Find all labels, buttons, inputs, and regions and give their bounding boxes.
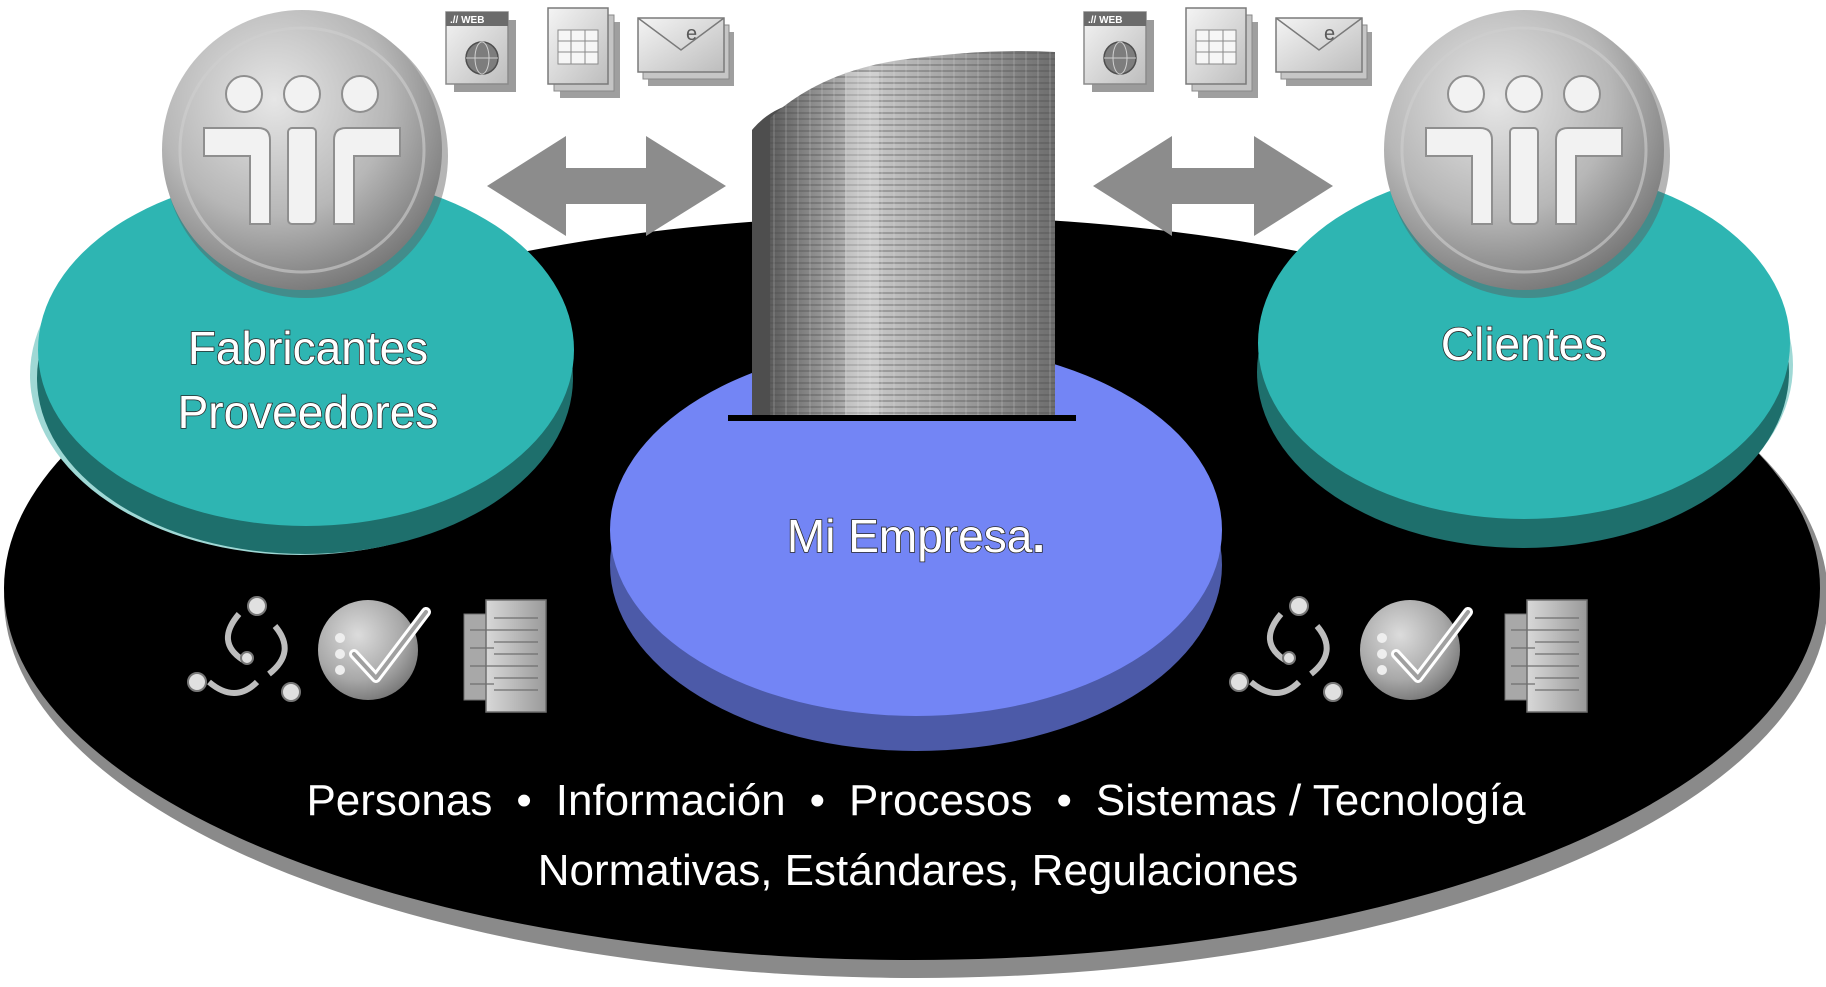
people-group-icon: [1384, 10, 1670, 298]
double-arrow-right-link: [1093, 136, 1333, 236]
node-my-company: [610, 344, 1222, 751]
checkmark-icon: [318, 600, 431, 700]
mail-tag: e: [1324, 23, 1335, 45]
node-label-suppliers: Proveedores: [178, 386, 439, 438]
network-nodes-icon: [1229, 596, 1343, 702]
pillars-line: Personas • Información • Procesos • Sistemas /…: [306, 776, 1526, 825]
doc-icons-left: .// WEB e: [445, 7, 734, 98]
building-light-strip: [845, 72, 879, 418]
node-label-my-company: Mi Empresa.: [787, 510, 1045, 562]
spreadsheet-stack-icon: [1185, 7, 1258, 98]
node-top: [38, 174, 574, 526]
office-building-icon: [728, 51, 1076, 421]
node-top: [610, 344, 1222, 716]
spreadsheet-stack-icon: [547, 7, 620, 98]
web-globe-document-icon: .// WEB: [1083, 11, 1154, 92]
mail-tag: e: [686, 23, 697, 45]
network-nodes-icon: [187, 596, 301, 702]
system-icons-right: [1229, 596, 1588, 713]
pillar-systems: Sistemas / Tecnología: [1096, 776, 1526, 825]
web-tag: .// WEB: [450, 15, 484, 26]
foundation-line: Normativas, Estándares, Regulaciones: [538, 846, 1299, 895]
pillar-processes: Procesos: [849, 776, 1032, 825]
web-globe-document-icon: .// WEB: [445, 11, 516, 92]
email-envelope-icon: e: [1275, 17, 1372, 86]
server-icon: [463, 599, 547, 713]
node-label-manufacturers: Fabricantes: [188, 322, 428, 374]
node-label-clients: Clientes: [1441, 318, 1607, 370]
building-floors: [770, 51, 1055, 418]
double-arrow-icon: [1093, 136, 1333, 236]
pillar-separator: •: [516, 776, 531, 825]
pillar-separator: •: [810, 776, 825, 825]
my-company-mark: .: [1032, 510, 1045, 562]
node-manufacturers-suppliers: [30, 174, 574, 555]
double-arrow-left-link: [487, 136, 726, 236]
node-top: [1258, 167, 1790, 519]
double-arrow-icon: [487, 136, 726, 236]
email-envelope-icon: e: [637, 17, 734, 86]
checkmark-icon: [1360, 600, 1473, 700]
people-group-icon: [162, 10, 448, 298]
system-icons-left: [187, 596, 547, 713]
server-icon: [1504, 599, 1588, 713]
building-ground-line: [728, 415, 1076, 421]
pillar-information: Información: [556, 776, 786, 825]
doc-icons-right: .// WEB e: [1083, 7, 1372, 98]
pillar-separator: •: [1056, 776, 1071, 825]
my-company-text: Mi Empresa: [787, 510, 1033, 562]
pillar-people: Personas: [306, 776, 492, 825]
web-tag: .// WEB: [1088, 15, 1122, 26]
node-clients: [1257, 167, 1793, 548]
